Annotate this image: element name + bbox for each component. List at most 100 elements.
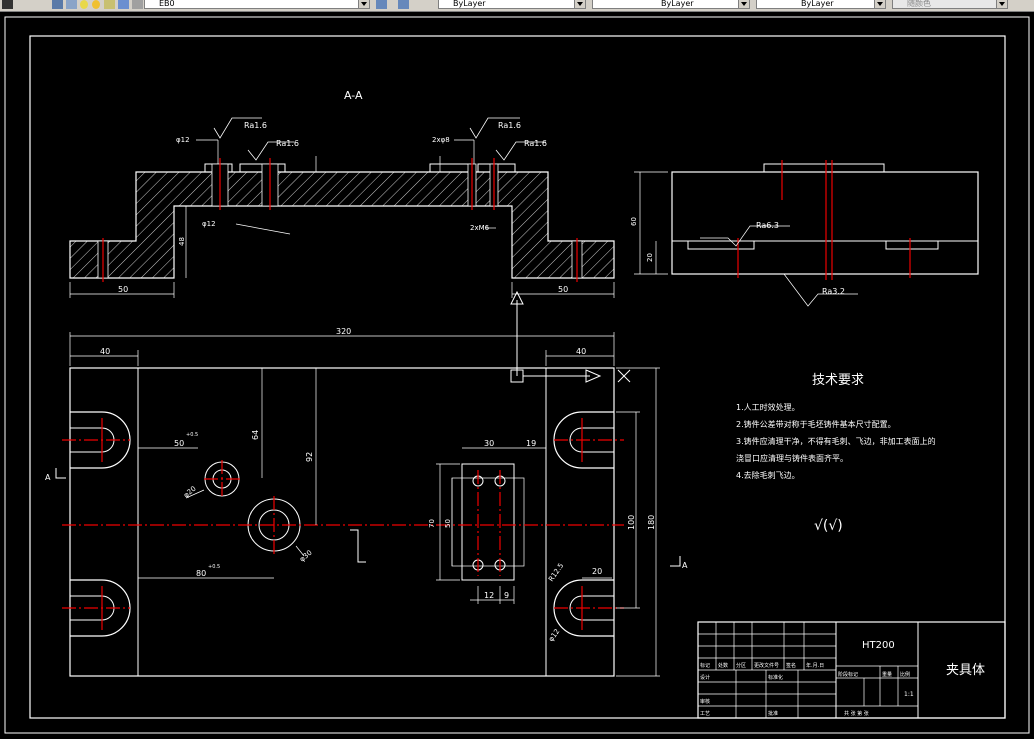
tb-sheet: 共 张 第 张	[844, 710, 869, 717]
linetype-value: ByLayer	[661, 0, 694, 8]
hole-label-a: φ12	[176, 136, 190, 144]
part-name: 夹具体	[946, 663, 985, 678]
tb-row-label-3: 分区	[736, 662, 746, 669]
roughness-2: Ra1.6	[276, 139, 299, 148]
tb-row-label-1: 标记	[700, 662, 710, 669]
dim-40-left: 40	[100, 347, 110, 356]
dim-50-h: 50	[174, 439, 184, 448]
cad-drawing[interactable]: A-A 50	[0, 12, 1034, 735]
dim-50-v: 50	[444, 519, 452, 528]
tech-item-5: 4.去除毛刺飞边。	[736, 470, 800, 480]
roughness-4: Ra1.6	[524, 139, 547, 148]
tol-80: +0.5	[208, 564, 220, 570]
tech-item-2: 2.铸件公差带对称于毛坯铸件基本尺寸配置。	[736, 419, 896, 429]
layer-manager-icon[interactable]	[52, 0, 63, 9]
layer-previous-icon[interactable]	[398, 0, 409, 9]
chevron-down-icon[interactable]	[874, 0, 885, 8]
section-view: 50 50 48 φ12 2xφ8 φ12 2xM6 Ra1.6 Ra1.6 R…	[69, 117, 615, 298]
dim-19: 19	[526, 439, 536, 448]
tb-row-label-5: 签名	[786, 662, 796, 669]
roughness-5: Ra6.3	[756, 221, 779, 230]
top-view: 320 40 40 30 19 70 50 100 180 12 9 20 50…	[45, 327, 688, 677]
tb-stage: 阶段标记	[838, 671, 858, 678]
dim-70: 70	[428, 519, 436, 528]
ucs-icon	[510, 290, 602, 383]
lineweight-value: ByLayer	[801, 0, 834, 8]
title-block	[697, 621, 1006, 719]
tb-weight: 重量	[882, 671, 892, 678]
dim-92: 92	[305, 452, 314, 462]
dim-30: 30	[484, 439, 494, 448]
tol-50: +0.5	[186, 432, 198, 438]
chevron-down-icon[interactable]	[738, 0, 749, 8]
tb-approve: 批准	[768, 710, 778, 717]
roughness-6: Ra3.2	[822, 287, 845, 296]
tb-standard: 标准化	[768, 674, 783, 681]
dim-phi30: φ30	[298, 549, 314, 564]
tech-item-1: 1.人工时效处理。	[736, 402, 800, 412]
dim-r12-5: R12.5	[547, 562, 565, 583]
dim-50-left: 50	[118, 285, 128, 294]
tb-row-label-4: 更改文件号	[754, 662, 779, 669]
dim-9: 9	[504, 591, 509, 600]
tech-item-3: 3.铸件应清理干净，不得有毛刺、飞边，非加工表面上的	[736, 436, 936, 446]
plot-icon[interactable]	[132, 0, 143, 9]
chevron-down-icon[interactable]	[358, 0, 369, 8]
color-value: ByLayer	[453, 0, 486, 8]
dim-20-b: 20	[592, 567, 602, 576]
lightbulb-icon[interactable]	[80, 0, 88, 9]
linetype-dropdown[interactable]: ByLayer	[592, 0, 750, 9]
dim-50-right: 50	[558, 285, 568, 294]
drawing-canvas[interactable]: A-A 50	[0, 12, 1034, 735]
dim-40-right: 40	[576, 347, 586, 356]
sheet-border	[4, 16, 1030, 734]
side-view: 60 20 Ra6.3 Ra3.2	[630, 160, 979, 307]
hole-label-d: 2xM6	[470, 224, 490, 232]
section-marker-left: A	[45, 473, 51, 482]
make-current-icon[interactable]	[376, 0, 387, 9]
section-marker-right: A	[682, 561, 688, 570]
roughness-3: Ra1.6	[498, 121, 521, 130]
layer-color-icon[interactable]	[118, 0, 129, 9]
hole-label-b: 2xφ8	[432, 136, 450, 144]
tb-reviewer: 审核	[700, 698, 710, 705]
tb-designer: 设计	[700, 674, 710, 681]
general-roughness-note: √(√)	[814, 518, 843, 534]
chevron-down-icon[interactable]	[996, 0, 1007, 8]
scale-value: 1:1	[904, 691, 914, 698]
section-title: A-A	[344, 89, 363, 102]
tech-item-4: 浇冒口应清理与铸件表面齐平。	[736, 453, 848, 463]
tb-process: 工艺	[700, 711, 710, 717]
dim-320: 320	[336, 327, 351, 336]
roughness-1: Ra1.6	[244, 121, 267, 130]
plotstyle-dropdown[interactable]: 随颜色	[892, 0, 1008, 9]
dim-64: 64	[251, 430, 260, 440]
dim-20: 20	[646, 253, 654, 262]
dim-48: 48	[178, 237, 186, 246]
dim-100: 100	[627, 515, 636, 530]
chevron-down-icon[interactable]	[574, 0, 585, 8]
dim-180: 180	[647, 515, 656, 530]
tech-requirements: 技术要求 1.人工时效处理。 2.铸件公差带对称于毛坯铸件基本尺寸配置。 3.铸…	[736, 373, 936, 534]
cad-properties-toolbar: EB0 ByLayer ByLayer ByLayer 随颜色	[0, 0, 1034, 12]
tb-row-label-6: 年.月.日	[806, 662, 824, 669]
hole-label-c: φ12	[202, 220, 216, 228]
dim-80: 80	[196, 569, 206, 578]
dim-60: 60	[630, 217, 638, 226]
layer-state-icon[interactable]	[66, 0, 77, 9]
app-icon[interactable]	[2, 0, 13, 9]
drawing-frame	[29, 35, 1006, 719]
dim-12: 12	[484, 591, 494, 600]
lock-icon[interactable]	[104, 0, 115, 9]
plotstyle-value: 随颜色	[907, 0, 931, 8]
color-dropdown[interactable]: ByLayer	[438, 0, 586, 9]
lineweight-dropdown[interactable]: ByLayer	[756, 0, 886, 9]
material-label: HT200	[862, 640, 895, 651]
crosshair-cursor-icon	[617, 369, 631, 383]
layer-value: EB0	[159, 0, 175, 8]
sun-icon[interactable]	[92, 0, 100, 9]
tech-title: 技术要求	[812, 373, 864, 388]
tb-scale: 比例	[900, 671, 910, 678]
layer-dropdown[interactable]: EB0	[144, 0, 370, 9]
dim-phi12-slot: φ12	[547, 627, 561, 643]
